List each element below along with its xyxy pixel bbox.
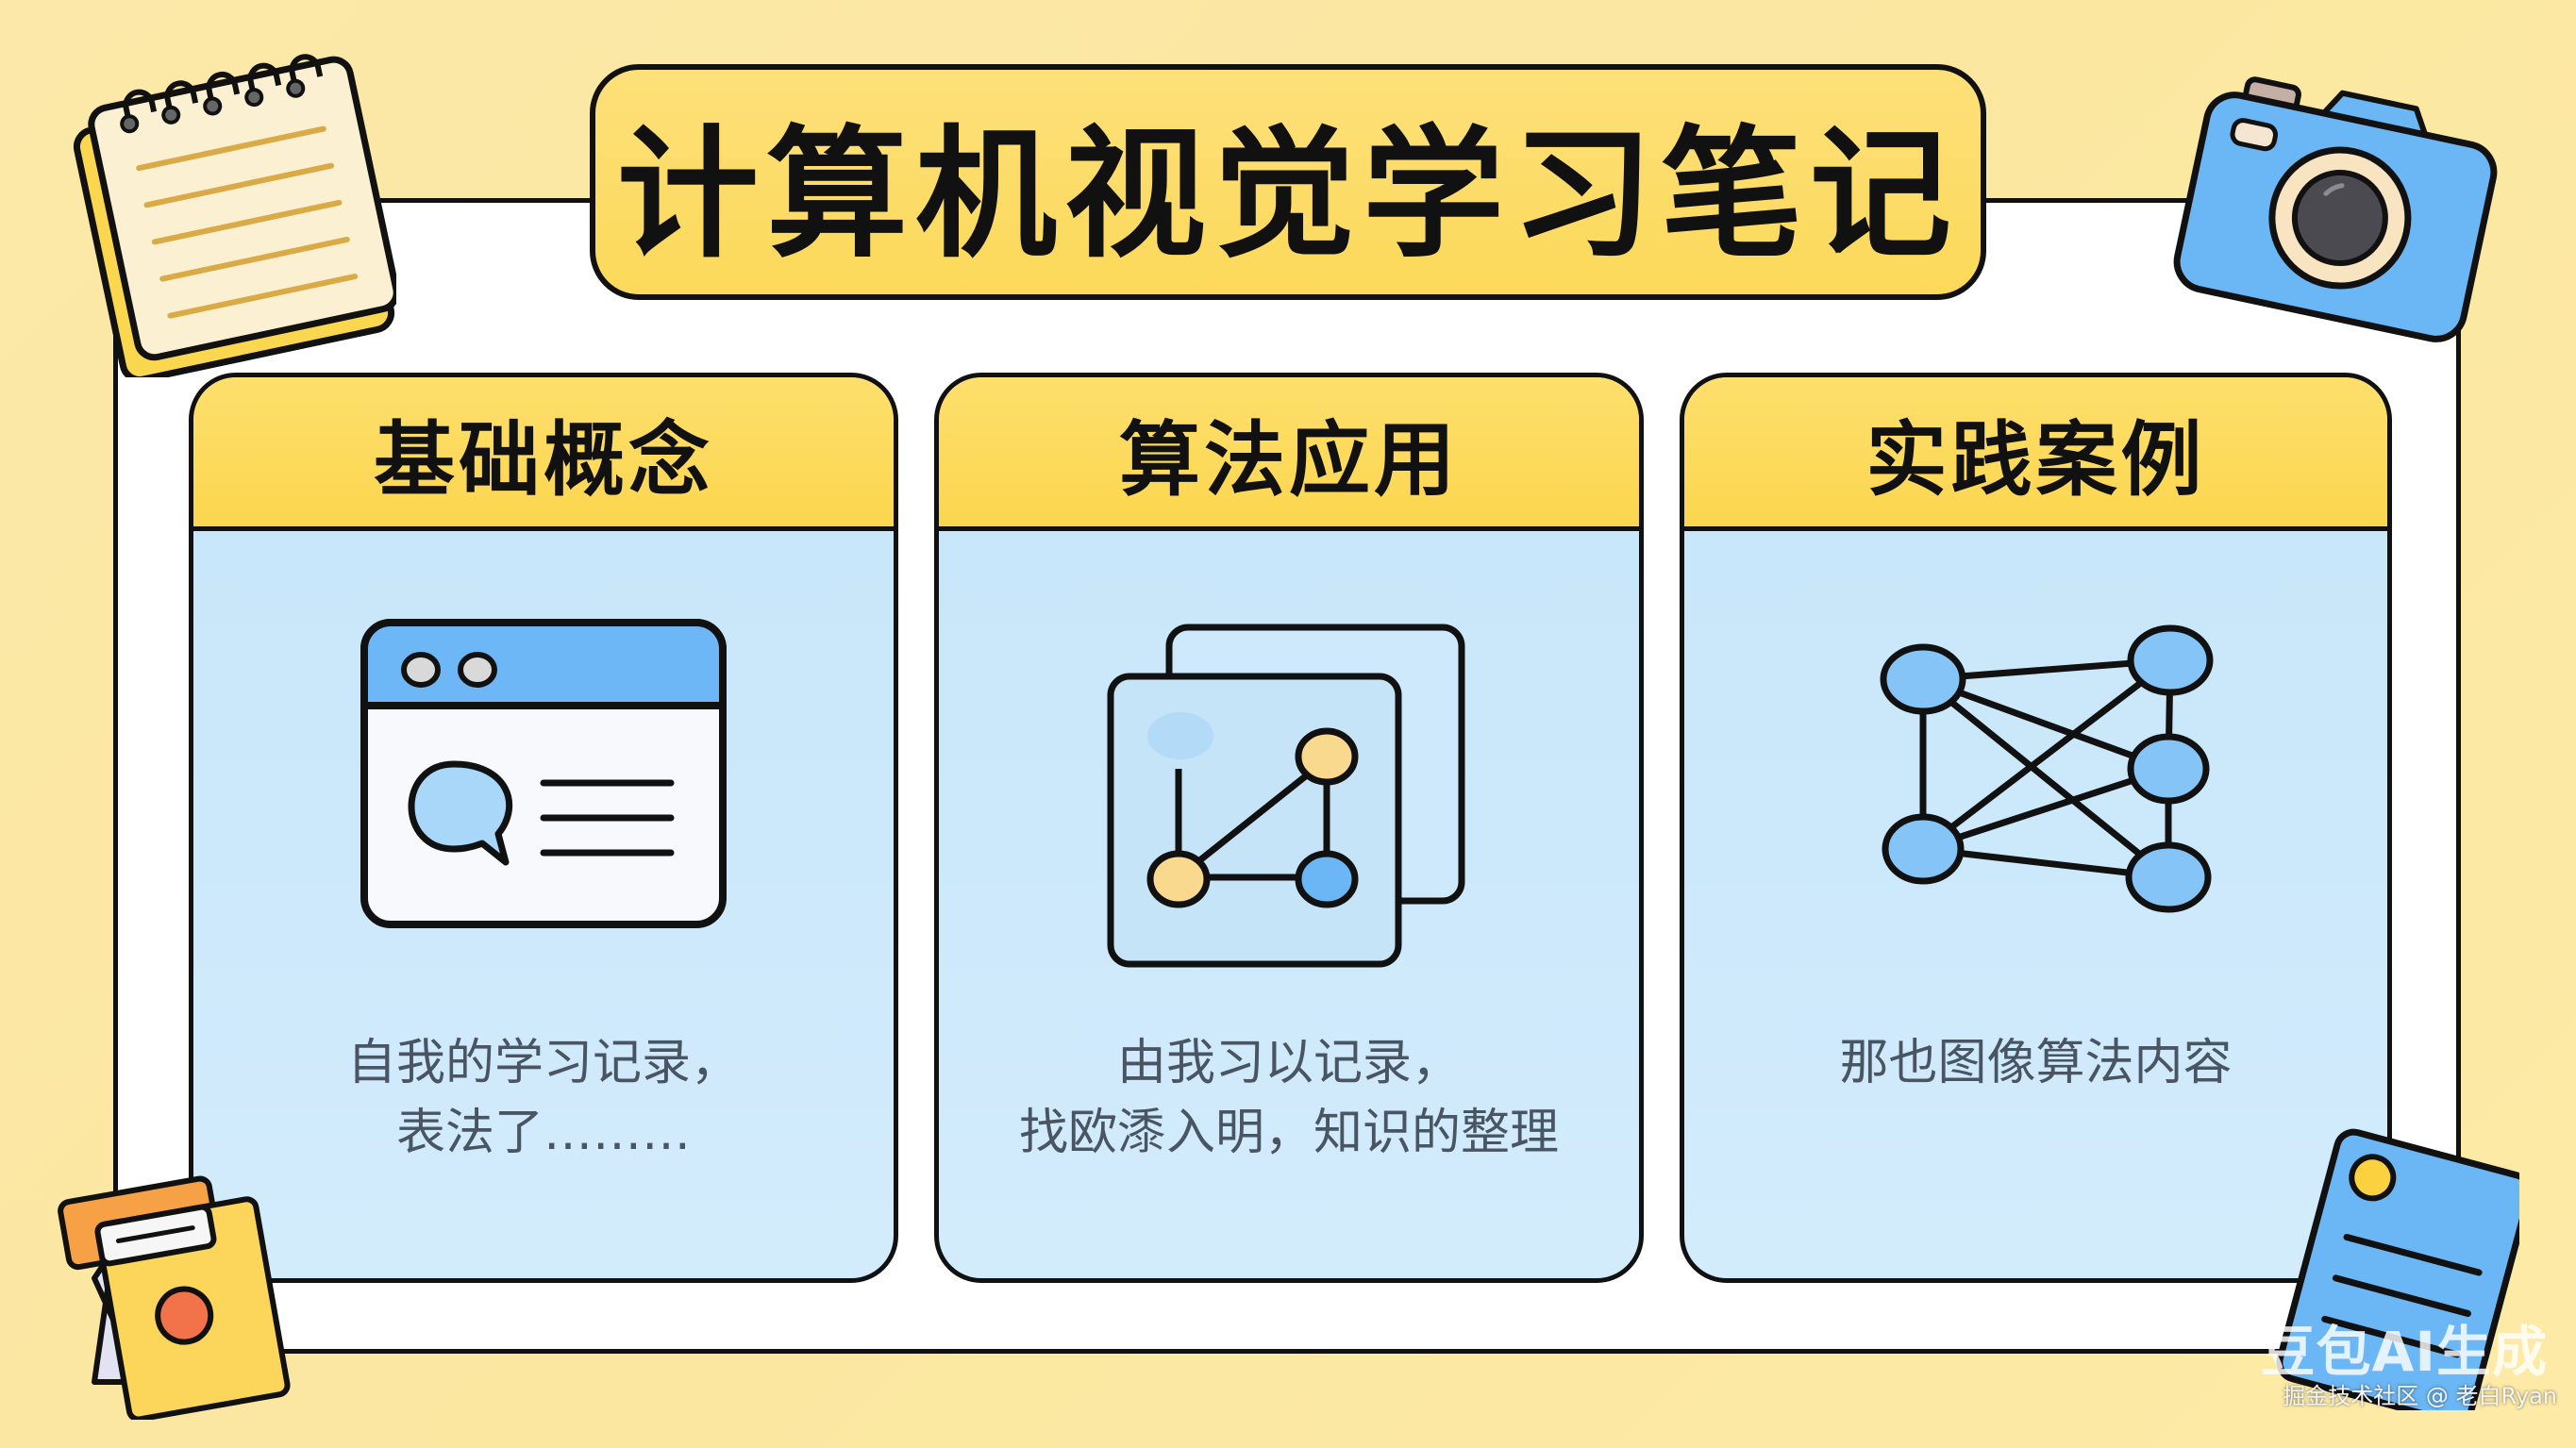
card-title: 基础概念 (374, 412, 713, 508)
spiral-notepad-icon (57, 28, 400, 383)
card-algorithm-application: 算法应用 由我习以记录， 找欧潻入明，知识的整理 (934, 373, 1644, 1283)
card-description: 那也图像算法内容 (1684, 1028, 2387, 1098)
blue-note-card-icon (2265, 1127, 2534, 1425)
clipboard-calendar-icon (57, 1156, 302, 1423)
card-header: 实践案例 (1684, 377, 2387, 531)
card-title: 算法应用 (1119, 412, 1459, 508)
watermark-sub: 掘金技术社区 @ 老白Ryan (2283, 1383, 2557, 1409)
camera-icon (2170, 75, 2501, 353)
page-title: 计算机视觉学习笔记 (616, 112, 1959, 277)
card-title: 实践案例 (1865, 412, 2206, 508)
card-practice-cases: 实践案例 那也图像算法内容 (1680, 373, 2392, 1283)
layered-graph-icon (939, 618, 1639, 976)
card-header: 基础概念 (193, 377, 894, 531)
description-line: 找欧潻入明，知识的整理 (1018, 1105, 1559, 1161)
card-header: 算法应用 (939, 377, 1639, 531)
card-basic-concepts: 基础概念 自我的学习记录， 表法了……… (189, 373, 898, 1283)
network-nodes-icon (1684, 618, 2387, 976)
title-banner: 计算机视觉学习笔记 (590, 64, 1986, 300)
watermark: 豆包AI生成 掘金技术社区 @ 老白Ryan (2261, 1322, 2557, 1410)
card-description: 自我的学习记录， 表法了……… (193, 1028, 894, 1168)
description-line: 那也图像算法内容 (1839, 1035, 2233, 1091)
description-line: 自我的学习记录， (346, 1035, 740, 1091)
card-description: 由我习以记录， 找欧潻入明，知识的整理 (939, 1028, 1639, 1168)
browser-window-chat-icon (193, 618, 894, 976)
description-line: 由我习以记录， (1116, 1035, 1461, 1091)
description-line: 表法了……… (395, 1105, 691, 1161)
watermark-main: 豆包AI生成 (2260, 1320, 2548, 1384)
